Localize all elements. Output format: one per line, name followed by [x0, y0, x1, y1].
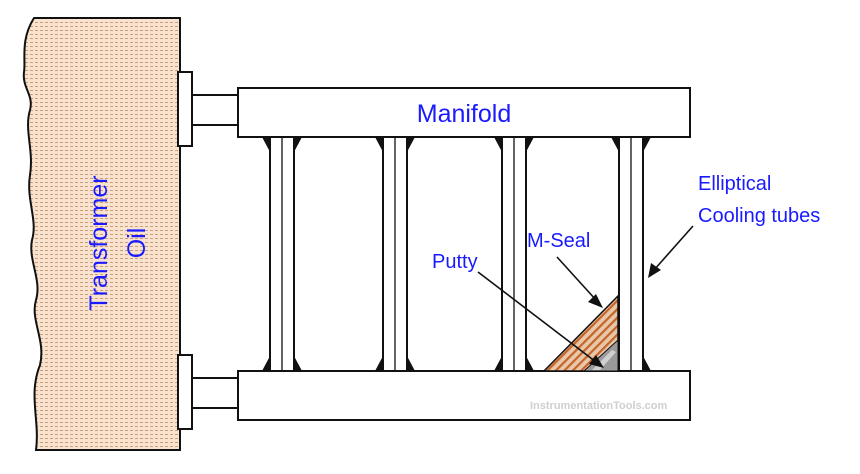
transformer-tank	[22, 17, 181, 451]
putty-label: Putty	[432, 251, 478, 273]
tank-label-line1: Transformer	[85, 175, 113, 310]
mseal-wedge	[542, 294, 619, 372]
cooling-tube-2	[375, 135, 415, 373]
lower-manifold	[237, 370, 691, 421]
upper-tank-flange	[177, 71, 193, 147]
mseal-label: M-Seal	[527, 230, 590, 252]
elliptical-label: Elliptical	[698, 173, 771, 195]
cooling-tubes-arrow	[648, 225, 694, 278]
mseal-arrow	[556, 256, 603, 308]
watermark: InstrumentationTools.com	[530, 400, 668, 412]
cooling-tubes-label: Cooling tubes	[698, 205, 820, 227]
manifold-label: Manifold	[417, 100, 512, 128]
cooling-tube-1	[262, 135, 302, 373]
putty-arrow	[477, 271, 604, 368]
cooling-tube-3	[494, 135, 534, 373]
lower-tank-flange	[177, 354, 193, 430]
lower-pipe	[191, 377, 241, 409]
tank-label-line2: Oil	[123, 228, 151, 259]
upper-pipe	[191, 94, 241, 126]
upper-manifold	[237, 87, 691, 138]
